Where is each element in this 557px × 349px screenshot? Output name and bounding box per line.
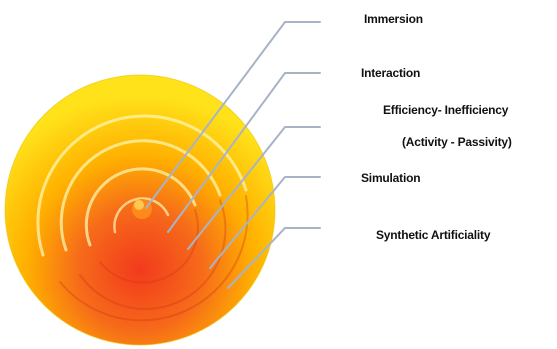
label-immersion: Immersion bbox=[364, 12, 423, 26]
label-simulation: Simulation bbox=[361, 171, 420, 185]
label-efficiency: Efficiency- Inefficiency bbox=[383, 103, 508, 117]
label-activity: (Activity - Passivity) bbox=[402, 135, 512, 149]
label-interaction: Interaction bbox=[361, 66, 420, 80]
ring-immersion-highlight bbox=[134, 200, 144, 210]
label-synthetic: Synthetic Artificiality bbox=[376, 228, 490, 242]
